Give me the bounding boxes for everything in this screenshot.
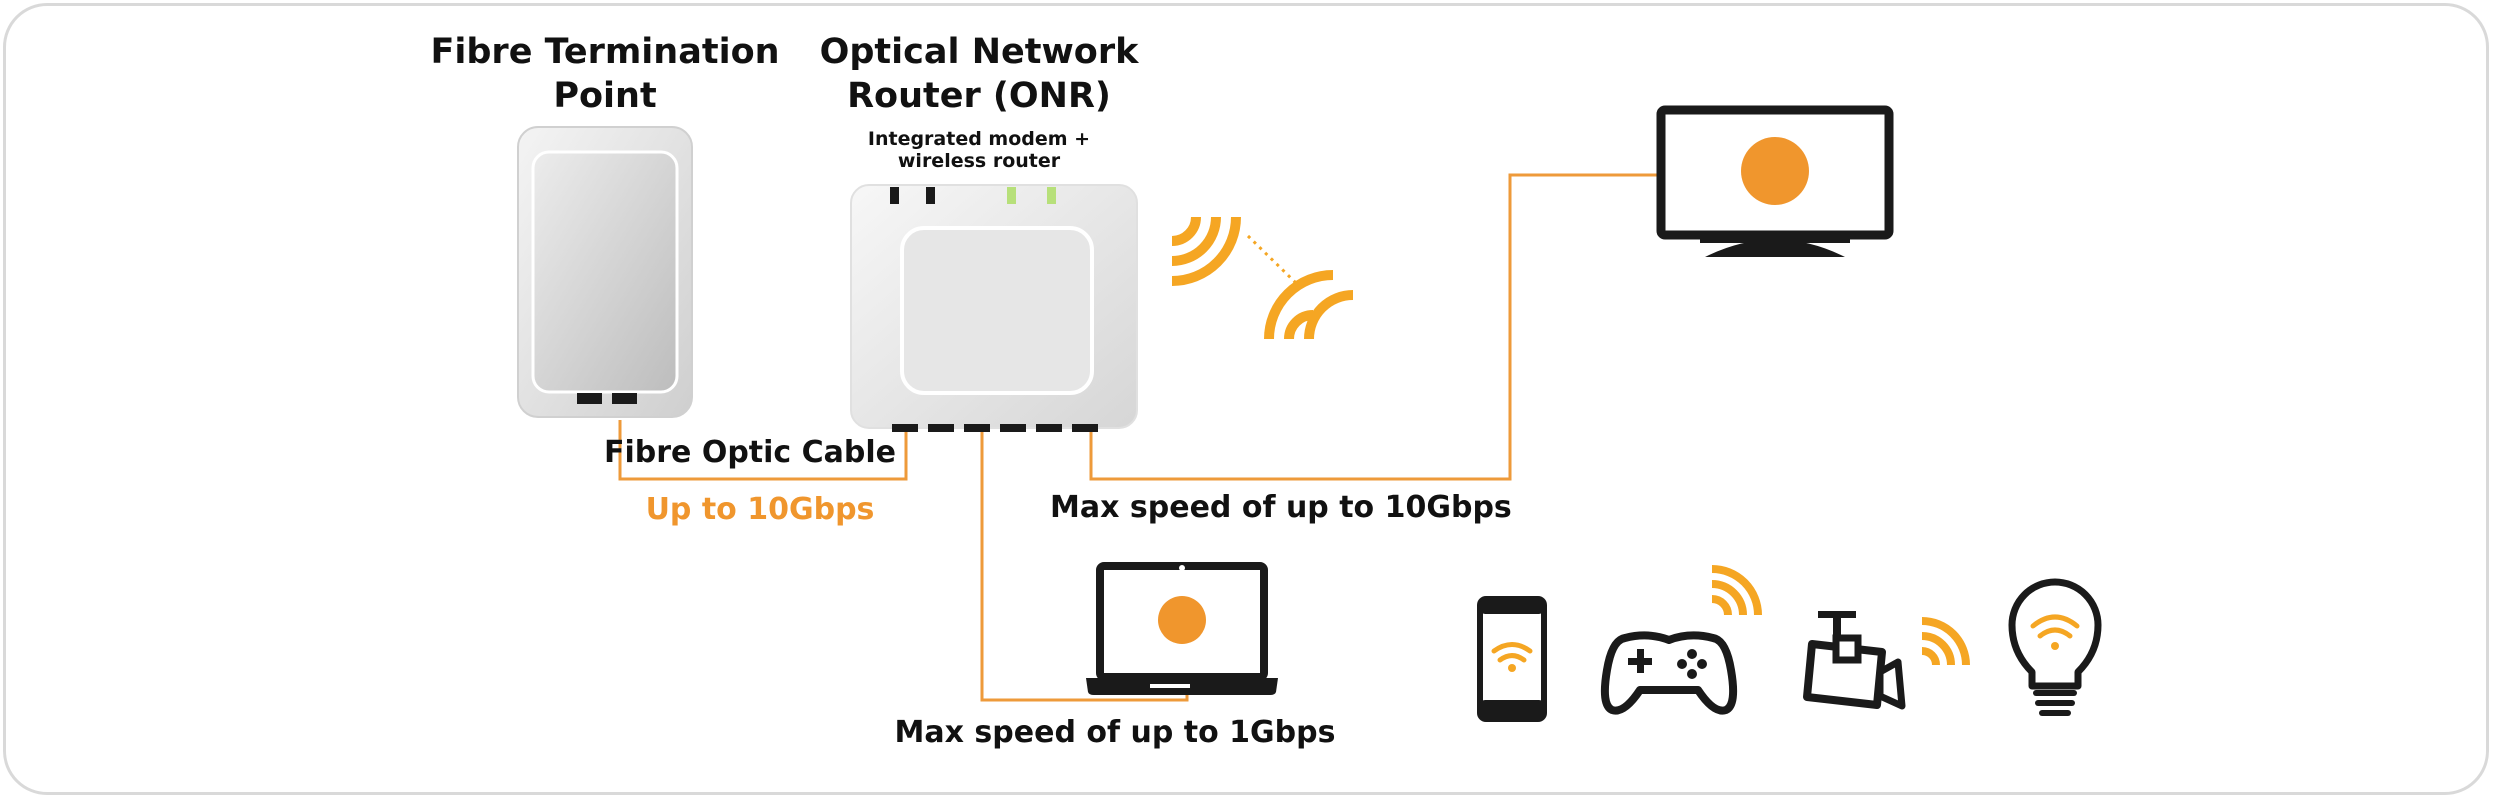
fibre-cable-speed: Up to 10Gbps	[645, 492, 875, 527]
laptop-link-speed-label: Max speed of up to 1Gbps	[894, 715, 1336, 750]
tv-icon	[1656, 105, 1894, 257]
smartphone-icon	[1477, 596, 1547, 722]
ftp-port	[612, 393, 637, 404]
onr-led-green	[1047, 187, 1056, 204]
onr-led-green	[1007, 187, 1016, 204]
fibre-optic-cable	[618, 420, 908, 481]
onr-subtitle-line1: Integrated modem +	[867, 128, 1091, 150]
fibre-cable-label: Fibre Optic Cable	[603, 435, 897, 470]
onr-title-line1: Optical Network	[819, 32, 1139, 72]
cable-to-tv	[1089, 173, 1657, 481]
onr-top-port	[926, 187, 935, 204]
ftp-title-line1: Fibre Termination	[430, 32, 780, 72]
onr-subtitle-line2: wireless router	[897, 150, 1061, 172]
onr-bottom-ports	[892, 424, 1098, 432]
onr-device	[850, 184, 1138, 432]
ftp-title-line2: Point	[553, 76, 657, 116]
tv-link-speed-label: Max speed of up to 10Gbps	[1050, 490, 1512, 525]
fibre-termination-point-device	[517, 126, 693, 418]
onr-top-port	[890, 187, 899, 204]
ftp-port	[577, 393, 602, 404]
game-controller-icon	[1600, 565, 1762, 715]
onr-title-line2: Router (ONR)	[847, 76, 1111, 116]
smart-bulb-icon	[2008, 578, 2102, 716]
laptop-icon	[1086, 562, 1278, 695]
wifi-signal-icon	[1171, 216, 1354, 340]
security-camera-icon	[1803, 611, 1970, 710]
